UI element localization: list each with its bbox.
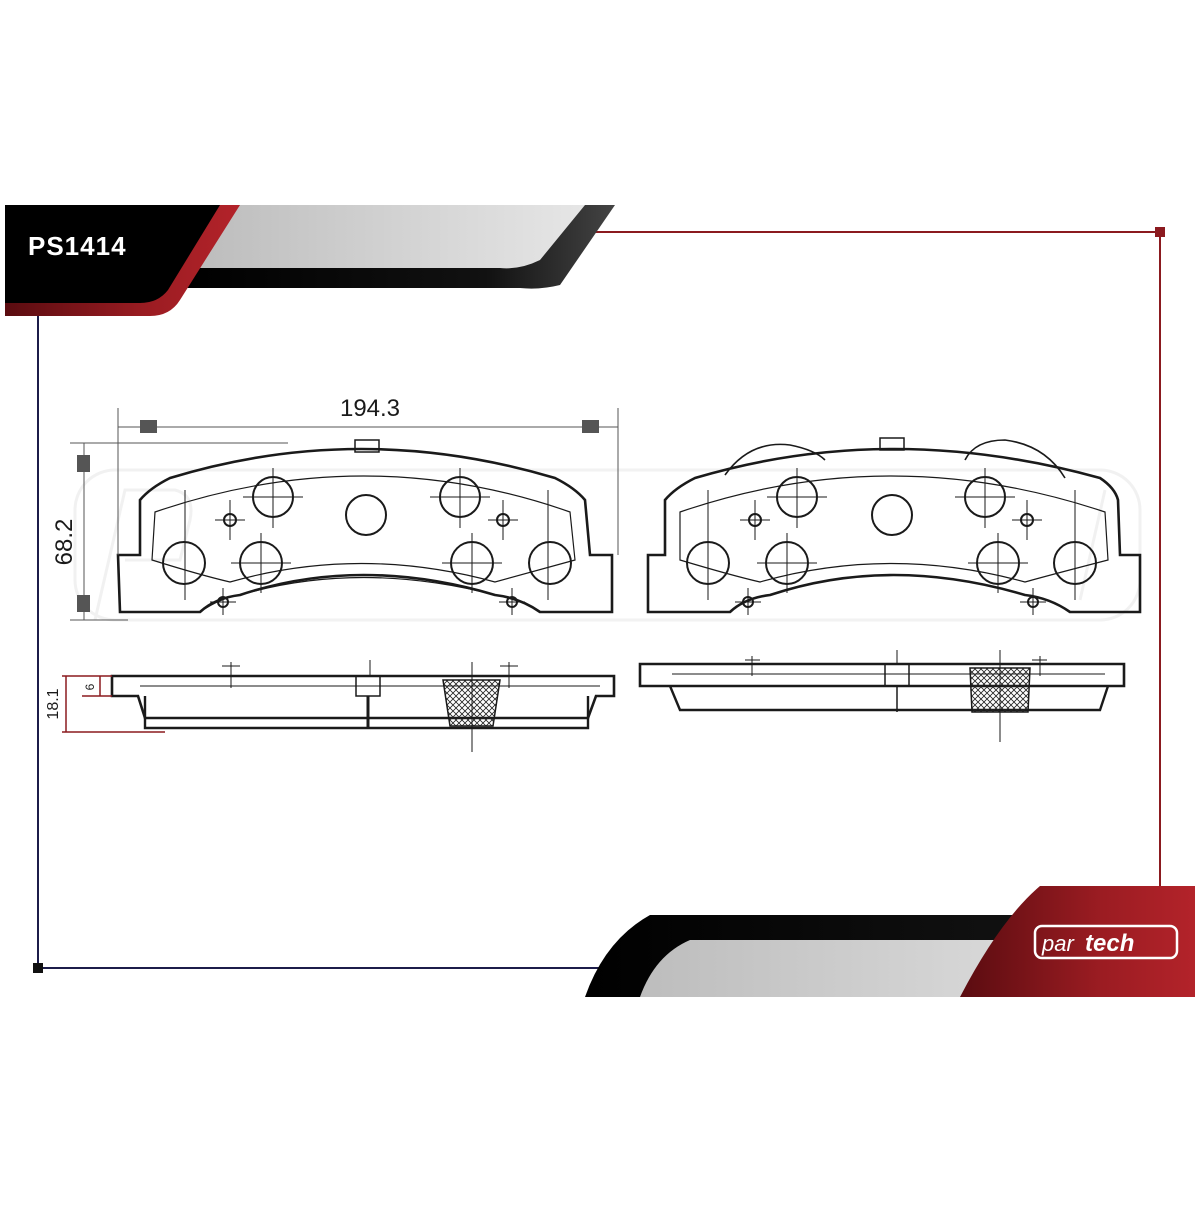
brake-pad-front-view-left [116, 439, 614, 615]
frame-corner-marker [1155, 227, 1165, 237]
watermark [73, 468, 1142, 622]
brand-logo: par tech [1033, 924, 1179, 960]
frame-corner-marker [33, 963, 43, 973]
header-banner: PS1414 [5, 205, 615, 316]
dimension-thickness [62, 675, 165, 733]
brand-logo-left: par [1041, 931, 1075, 956]
thickness-total-label: 18.1 [45, 688, 62, 719]
width-dimension-label: 194.3 [340, 395, 400, 422]
brand-logo-right: tech [1085, 930, 1134, 957]
dimension-width: 194.3 [117, 395, 619, 555]
frame [33, 227, 1165, 973]
brake-pad-back-view-right [646, 437, 1142, 615]
thickness-plate-label: 6 [83, 683, 97, 690]
footer-banner: par tech [585, 886, 1195, 997]
brake-pad-side-view-right [638, 650, 1126, 742]
brake-pad-side-view-left [110, 660, 616, 752]
height-dimension-label: 68.2 [51, 519, 78, 566]
dimension-height: 68.2 [51, 442, 288, 621]
part-number-label: PS1414 [28, 231, 127, 261]
